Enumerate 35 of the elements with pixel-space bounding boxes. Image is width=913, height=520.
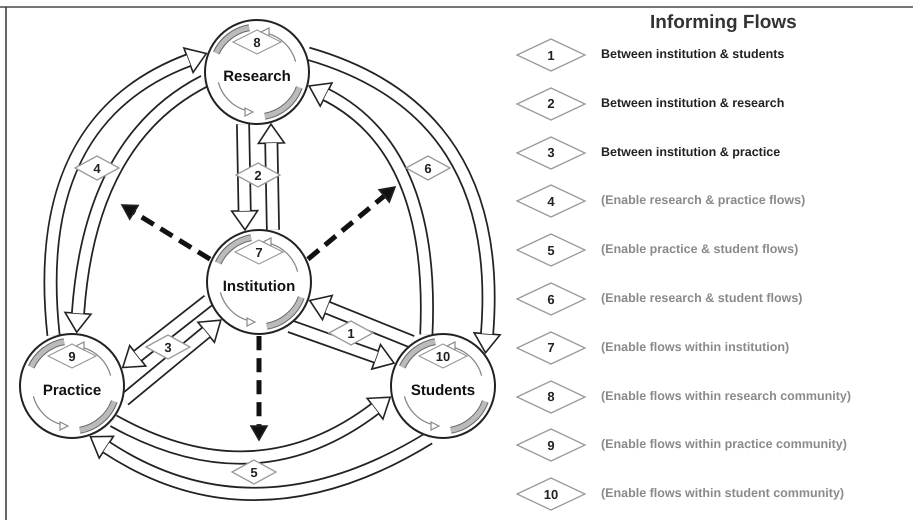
edge-label: 2 [235,162,281,188]
legend-text: (Enable flows within student community) [601,486,844,500]
legend-text: Between institution & practice [601,144,780,159]
edge-label: 5 [231,459,277,485]
legend-text: (Enable research & practice flows) [601,193,806,208]
legend-diamond: 4 [516,184,586,218]
legend-diamond: 7 [516,330,586,365]
legend-text: (Enable flows within research community) [601,388,852,403]
edge-label: 3 [145,334,191,360]
legend-text: (Enable flows within practice community) [601,437,847,452]
number-diamond: 7 [234,239,284,265]
legend-diamond: 6 [516,282,586,316]
legend-text: (Enable research & student flows) [601,291,802,305]
number-diamond: 9 [47,343,97,369]
legend-diamond: 3 [516,136,586,170]
edge-label: 4 [74,155,120,181]
legend-title: Informing Flows [650,12,797,34]
legend-text: (Enable flows within institution) [601,340,790,354]
legend-diamond: 8 [516,380,586,414]
edge-label: 1 [328,320,374,346]
node-label: Practice [42,382,102,399]
node-label: Institution [222,278,296,295]
legend-diamond: 9 [516,428,586,462]
number-diamond: 8 [232,29,282,55]
legend-text: Between institution & students [601,47,784,61]
legend-text: Between institution & research [601,96,784,110]
number-diamond: 10 [418,343,468,369]
legend-diamond: 5 [516,233,586,268]
legend-diamond: 10 [516,477,586,512]
legend-diamond: 1 [516,38,586,72]
node-label: Research [222,68,292,85]
legend-text: (Enable practice & student flows) [601,242,798,256]
legend-diamond: 2 [516,86,586,121]
node-label: Students [410,382,476,399]
edge-label: 6 [405,155,451,181]
